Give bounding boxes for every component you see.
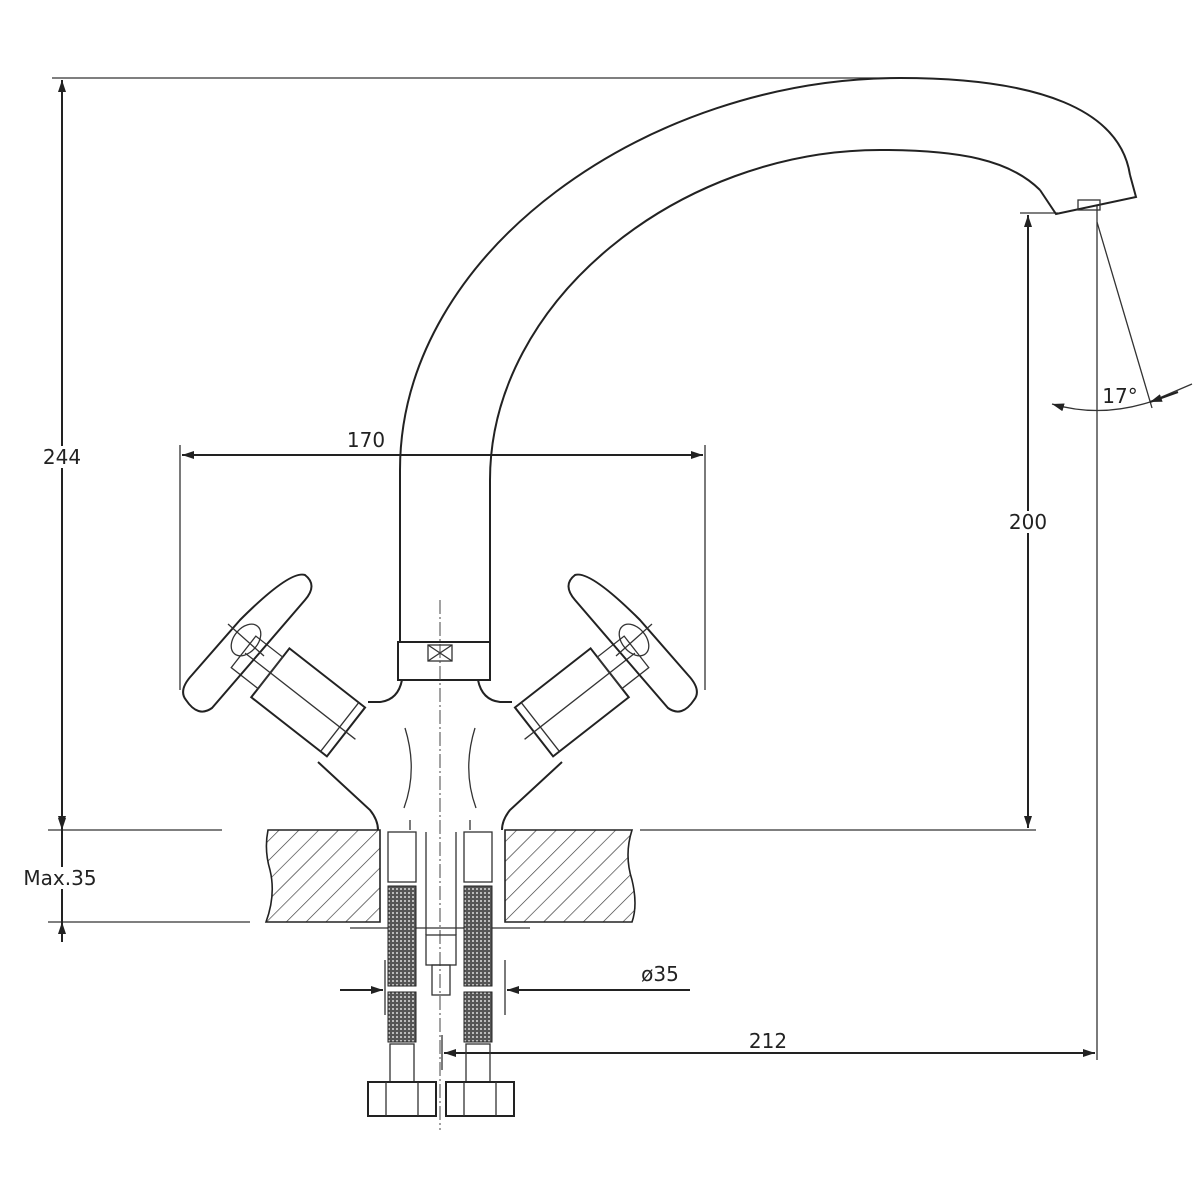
label-hole-diameter: ø35	[638, 963, 682, 985]
dimension-244	[52, 77, 900, 828]
spout	[399, 76, 1138, 642]
label-spout-angle: 17°	[1102, 384, 1138, 408]
label-spout-height: 200	[1005, 511, 1051, 533]
left-valve-handle	[182, 573, 367, 758]
dimension-17-degree	[1051, 205, 1193, 1060]
spout-collar	[397, 641, 491, 681]
label-total-height: 244	[39, 446, 85, 468]
label-spout-reach: 212	[745, 1030, 791, 1052]
countertop-section	[264, 829, 636, 929]
supply-hose-left	[367, 831, 437, 1117]
right-valve-handle	[513, 573, 698, 758]
mounting-stud	[425, 832, 457, 996]
dimension-170	[179, 445, 706, 690]
label-max-thickness: Max.35	[20, 867, 100, 889]
supply-hose-right	[445, 831, 515, 1117]
faucet-body	[317, 679, 563, 831]
dimension-212	[441, 1035, 1095, 1070]
countertop-surface-line	[48, 829, 1036, 923]
dimension-diameter-35	[340, 960, 690, 1015]
label-handle-span: 170	[343, 429, 389, 451]
